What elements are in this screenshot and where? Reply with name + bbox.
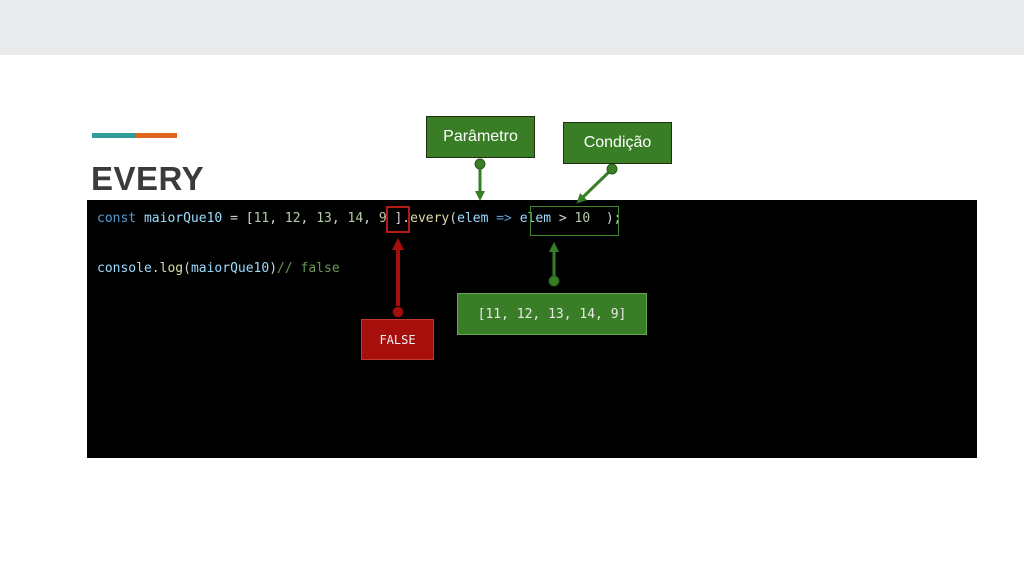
array-value-1: 11 bbox=[253, 211, 270, 226]
code-arrow: => bbox=[488, 211, 520, 226]
code-open-paren: ( bbox=[449, 211, 458, 226]
array-value-4: 14 bbox=[347, 211, 364, 226]
code-argument: maiorQue10 bbox=[190, 261, 270, 276]
false-callout: FALSE bbox=[361, 319, 434, 360]
code-line-1: const maiorQue10 = [11, 12, 13, 14, 9 ].… bbox=[97, 211, 621, 227]
code-dot: . bbox=[151, 261, 160, 276]
highlight-condition bbox=[530, 206, 619, 236]
code-condition-param: elem bbox=[519, 211, 552, 226]
condition-callout: Condição bbox=[563, 122, 672, 164]
code-param: elem bbox=[457, 211, 489, 226]
code-identifier: maiorQue10 bbox=[143, 211, 223, 226]
code-method-every: every bbox=[410, 211, 450, 226]
accent-bar-teal bbox=[92, 133, 136, 138]
array-value-2: 12 bbox=[284, 211, 301, 226]
arrow-array bbox=[548, 242, 560, 287]
code-separator: , bbox=[331, 211, 348, 226]
code-comment: // false bbox=[277, 261, 340, 276]
top-bar bbox=[0, 0, 1024, 55]
code-keyword: const bbox=[97, 211, 137, 226]
code-assign: = [ bbox=[222, 211, 254, 226]
code-line-2: console.log(maiorQue10)// false bbox=[97, 261, 340, 277]
code-close-paren: ) bbox=[269, 261, 278, 276]
accent-bar-orange bbox=[136, 133, 177, 138]
code-method-log: log bbox=[159, 261, 184, 276]
highlight-false-element bbox=[386, 206, 410, 233]
code-open-paren: ( bbox=[183, 261, 191, 276]
arrow-parameter bbox=[474, 158, 486, 201]
parameter-callout: Parâmetro bbox=[426, 116, 535, 158]
array-value-3: 13 bbox=[316, 211, 332, 226]
code-separator: , bbox=[363, 211, 379, 226]
arrow-condition bbox=[576, 163, 618, 204]
code-end: ); bbox=[590, 211, 622, 226]
array-value-5: 9 bbox=[378, 211, 387, 226]
code-close-bracket: ]. bbox=[386, 211, 411, 226]
code-condition-value: 10 bbox=[574, 211, 591, 226]
code-separator: , bbox=[269, 211, 285, 226]
slide-title: EVERY bbox=[91, 160, 205, 197]
arrow-false bbox=[392, 238, 404, 318]
code-console: console bbox=[97, 261, 152, 276]
code-condition-operator: > bbox=[551, 211, 575, 226]
code-separator: , bbox=[300, 211, 317, 226]
array-callout: [11, 12, 13, 14, 9] bbox=[457, 293, 647, 335]
